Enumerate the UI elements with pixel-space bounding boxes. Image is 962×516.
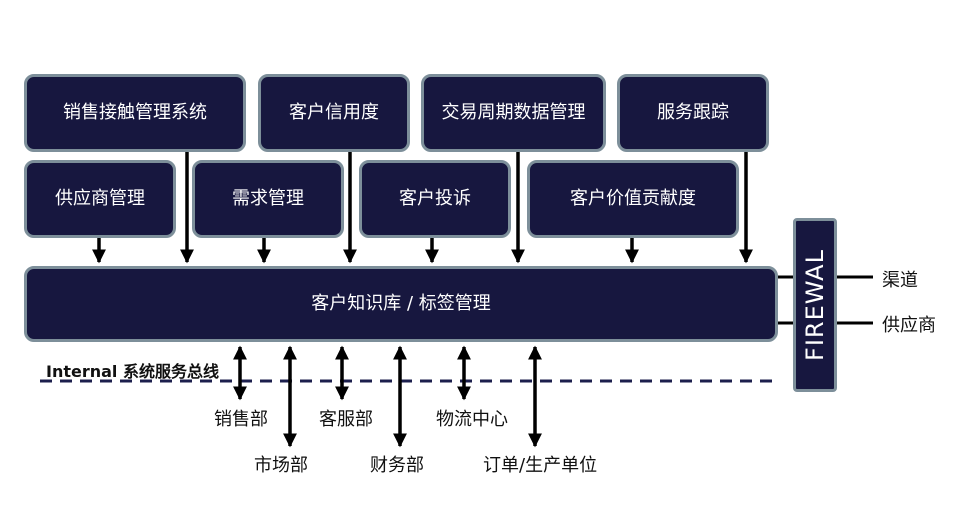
core-knowledge-base-label: 客户知识库 / 标签管理 [311,293,491,314]
module-sales-contact-label: 销售接触管理系统 [63,102,207,123]
dept-marketing-label: 市场部 [254,455,308,476]
module-customer-credit-label: 客户信用度 [289,102,379,123]
module-demand-management: 需求管理 [192,160,344,238]
module-customer-complaint-label: 客户投诉 [399,188,471,209]
module-demand-management-label: 需求管理 [232,188,304,209]
internal-bus-label: Internal 系统服务总线 [46,362,219,381]
dept-order-production-label: 订单/生产单位 [483,455,598,476]
dept-logistics-label: 物流中心 [436,409,508,430]
module-supplier-management: 供应商管理 [24,160,176,238]
dept-service-label: 客服部 [319,409,373,430]
module-customer-credit: 客户信用度 [258,74,410,152]
external-supplier-label: 供应商 [882,315,936,336]
module-supplier-management-label: 供应商管理 [55,188,145,209]
module-customer-value-label: 客户价值贡献度 [570,188,696,209]
module-service-tracking-label: 服务跟踪 [657,102,729,123]
dept-sales-label: 销售部 [214,409,268,430]
external-channel-label: 渠道 [882,270,918,291]
module-transaction-cycle-label: 交易周期数据管理 [441,102,586,123]
module-customer-complaint: 客户投诉 [359,160,511,238]
core-knowledge-base: 客户知识库 / 标签管理 [24,266,778,342]
module-transaction-cycle: 交易周期数据管理 [421,74,606,152]
module-customer-value: 客户价值贡献度 [527,160,739,238]
dept-finance-label: 财务部 [370,455,424,476]
firewall-box: FIREWAL [793,218,837,392]
module-sales-contact: 销售接触管理系统 [24,74,246,152]
module-service-tracking: 服务跟踪 [617,74,769,152]
